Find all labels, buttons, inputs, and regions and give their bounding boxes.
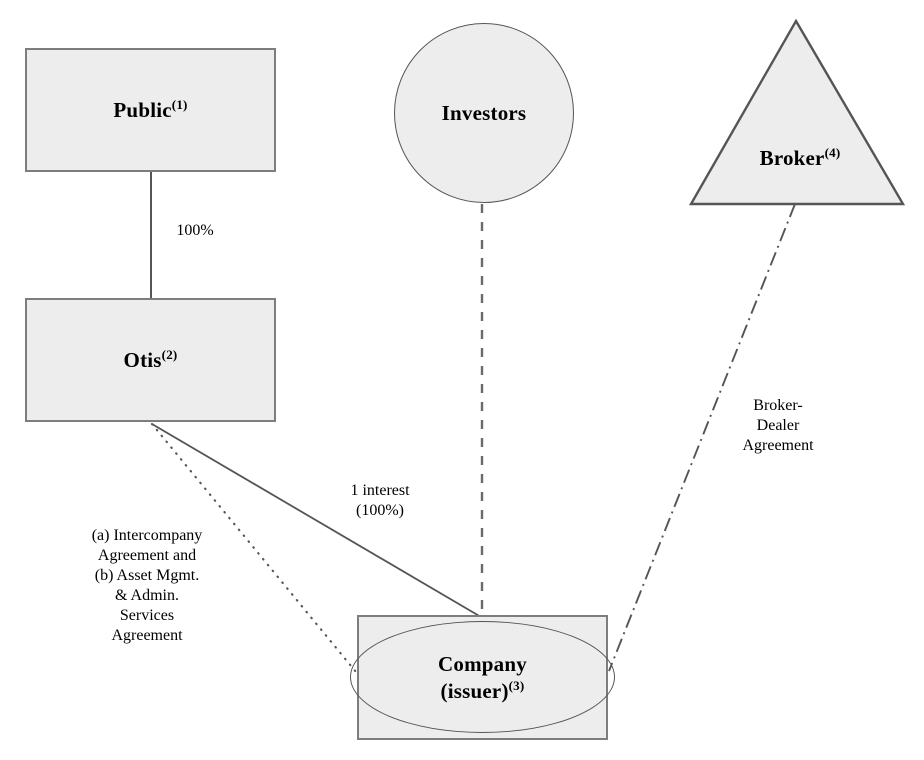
footnote-marker-1: (1) <box>171 96 188 112</box>
footnote-marker-3: (3) <box>508 677 525 693</box>
node-otis[interactable]: Otis(2) <box>25 298 276 422</box>
node-broker-label: Broker(4) <box>759 144 841 170</box>
edge-broker-company <box>608 203 796 672</box>
edge-otis-company-interest <box>151 423 482 618</box>
node-public[interactable]: Public(1) <box>25 48 276 172</box>
edge-label-one-interest: 1 interest (100%) <box>350 482 410 519</box>
node-broker[interactable]: Broker(4) <box>688 18 906 208</box>
node-company-label: Company(issuer)(3) <box>438 652 527 703</box>
edge-label-ownership-percent: 100% <box>176 222 214 239</box>
node-otis-label: Otis(2) <box>123 346 178 372</box>
edge-label-intercompany-agreements: (a) Intercompany Agreement and (b) Asset… <box>91 527 203 644</box>
footnote-marker-2: (2) <box>161 346 178 362</box>
triangle-shape <box>688 18 906 206</box>
node-company[interactable]: Company(issuer)(3) <box>350 615 615 740</box>
edge-label-broker-dealer-agreement: Broker- Dealer Agreement <box>742 397 814 454</box>
edge-otis-company-agreements <box>150 422 358 674</box>
node-public-label: Public(1) <box>113 96 188 122</box>
node-investors-label: Investors <box>441 100 527 125</box>
company-text-wrap: Company(issuer)(3) <box>357 615 608 740</box>
footnote-marker-4: (4) <box>824 144 841 160</box>
company-ellipse <box>350 621 615 733</box>
node-investors[interactable]: Investors <box>394 23 574 203</box>
